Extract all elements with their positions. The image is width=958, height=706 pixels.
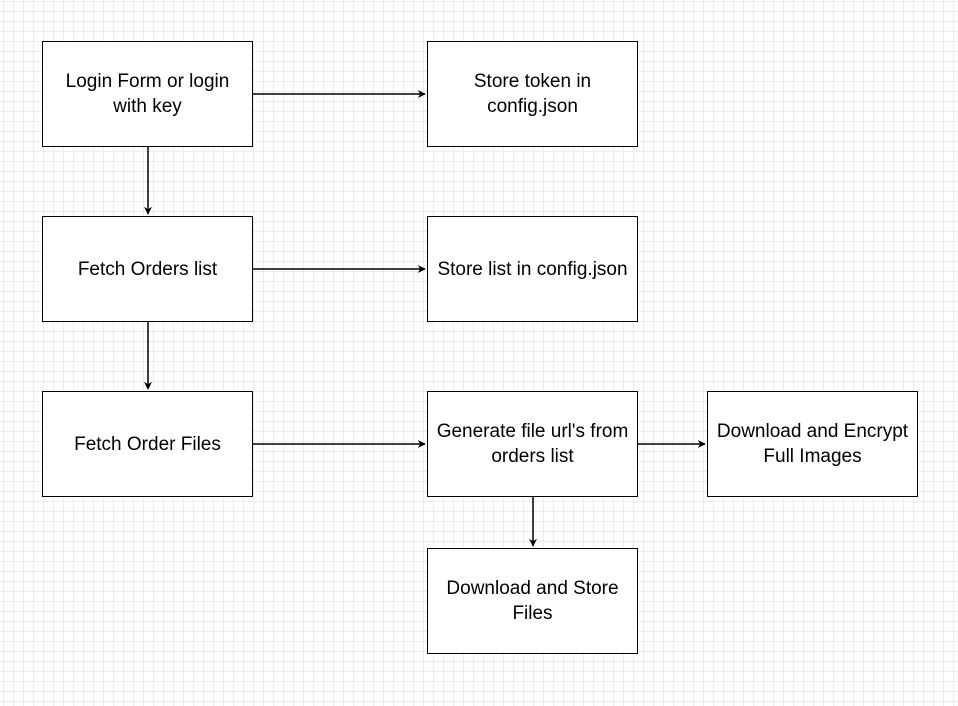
- node-fetch-order-files[interactable]: Fetch Order Files: [42, 391, 253, 497]
- node-store-token-label: Store token in config.json: [473, 71, 592, 117]
- node-store-list[interactable]: Store list in config.json: [427, 216, 638, 322]
- node-download-store-files[interactable]: Download and Store Files: [427, 548, 638, 654]
- node-generate-file-urls-label: Generate file url's from orders list: [436, 421, 629, 467]
- node-download-store-files-label: Download and Store Files: [446, 578, 619, 624]
- node-login-form[interactable]: Login Form or login with key: [42, 41, 253, 147]
- node-generate-file-urls[interactable]: Generate file url's from orders list: [427, 391, 638, 497]
- node-fetch-order-files-label: Fetch Order Files: [74, 433, 221, 455]
- node-download-encrypt-images[interactable]: Download and Encrypt Full Images: [707, 391, 918, 497]
- node-store-list-label: Store list in config.json: [437, 258, 628, 280]
- node-login-form-label: Login Form or login with key: [65, 71, 230, 117]
- node-fetch-orders-list-label: Fetch Orders list: [77, 258, 218, 280]
- node-store-token[interactable]: Store token in config.json: [427, 41, 638, 147]
- node-fetch-orders-list[interactable]: Fetch Orders list: [42, 216, 253, 322]
- node-download-encrypt-images-label: Download and Encrypt Full Images: [716, 421, 909, 467]
